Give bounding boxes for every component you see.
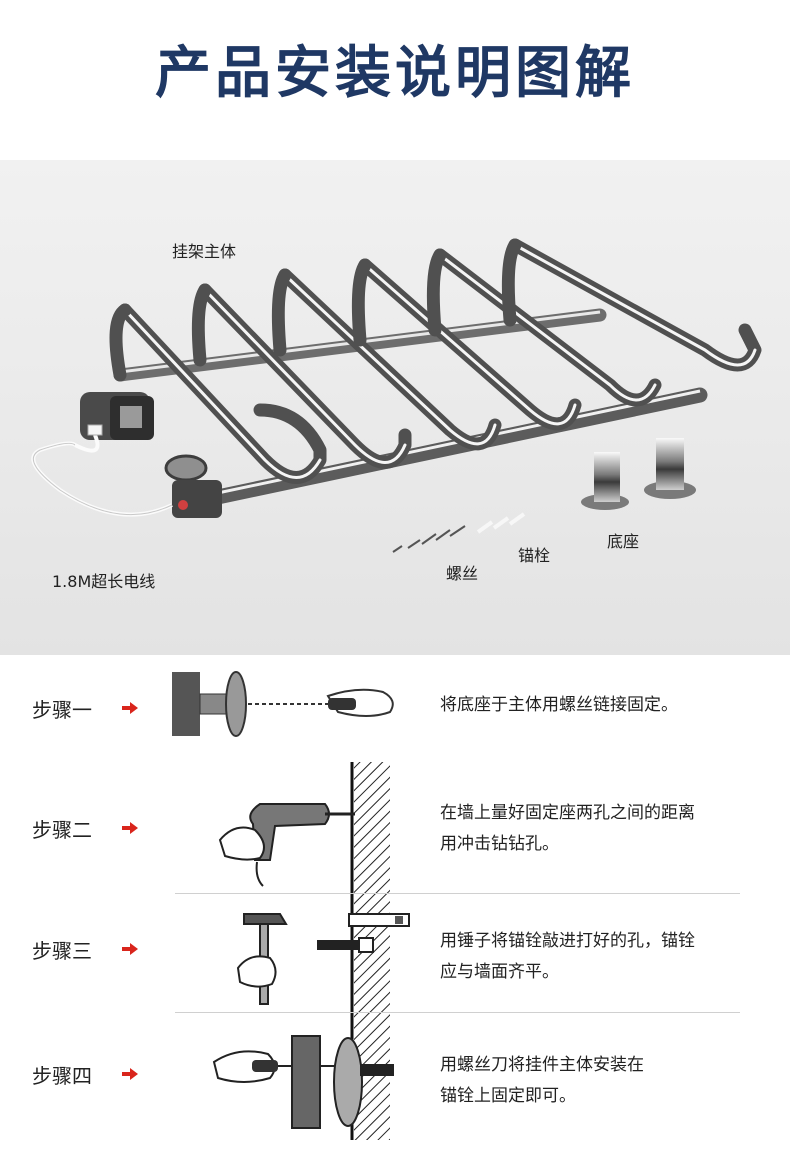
label-main-body: 挂架主体 — [172, 242, 237, 261]
arrow-right-icon — [122, 1068, 138, 1080]
label-anchors: 锚栓 — [518, 546, 551, 565]
product-photo: 挂架主体 1.8M超长电线 螺丝 锚栓 底座 — [0, 160, 790, 655]
label-base: 底座 — [607, 532, 640, 551]
step-1-desc: 将底座于主体用螺丝链接固定。 — [440, 690, 760, 721]
step-3-desc-line: 应与墙面齐平。 — [440, 962, 559, 982]
step-2-drill-illustration — [218, 803, 355, 887]
step-3-desc: 用锤子将锚铨敲进打好的孔，锚铨 应与墙面齐平。 — [440, 926, 760, 988]
step-4-label: 步骤四 — [32, 1064, 92, 1088]
arrow-right-icon — [122, 822, 138, 834]
step-4-desc: 用螺丝刀将挂件主体安装在 锚铨上固定即可。 — [440, 1050, 760, 1112]
label-screws: 螺丝 — [446, 564, 479, 583]
page-title: 产品安装说明图解 — [155, 41, 635, 106]
step-2-desc: 在墙上量好固定座两孔之间的距离 用冲击钻钻孔。 — [440, 798, 760, 860]
label-cable: 1.8M超长电线 — [52, 572, 156, 591]
step-2-desc-line: 在墙上量好固定座两孔之间的距离 — [440, 803, 695, 823]
step-1-illustration — [172, 671, 394, 737]
step-1-label: 步骤一 — [32, 698, 92, 722]
towel-rack-illustration — [31, 238, 762, 553]
anchor-bolt-illustration — [317, 913, 410, 953]
step-1-desc-line: 将底座于主体用螺丝链接固定。 — [440, 695, 678, 715]
step-4-desc-line: 锚铨上固定即可。 — [440, 1086, 576, 1106]
arrow-right-icon — [122, 943, 138, 955]
arrow-right-icon — [122, 702, 138, 714]
step-3-desc-line: 用锤子将锚铨敲进打好的孔，锚铨 — [440, 931, 695, 951]
step-3-hammer-illustration — [236, 913, 288, 1005]
step-2-desc-line: 用冲击钻钻孔。 — [440, 834, 559, 854]
step-3-label: 步骤三 — [32, 939, 92, 963]
divider — [175, 893, 740, 894]
divider — [175, 1012, 740, 1013]
step-4-illustration — [212, 1035, 394, 1129]
step-4-desc-line: 用螺丝刀将挂件主体安装在 — [440, 1055, 644, 1075]
step-2-label: 步骤二 — [32, 818, 92, 842]
